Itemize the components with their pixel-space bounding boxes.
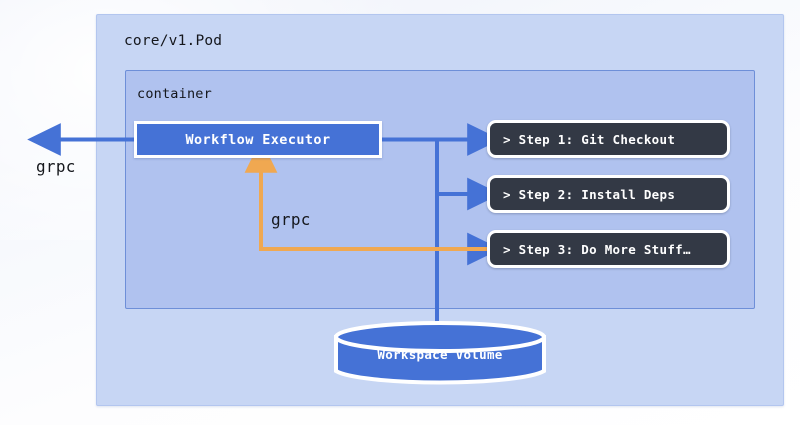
step-3-label: > Step 3: Do More Stuff… — [503, 241, 691, 257]
workflow-executor-label: Workflow Executor — [185, 131, 331, 148]
step-node-2[interactable]: > Step 2: Install Deps — [487, 175, 730, 213]
step-2-label: > Step 2: Install Deps — [503, 186, 676, 202]
edge-label-callback-grpc: grpc — [271, 210, 311, 229]
container-label: container — [137, 86, 212, 102]
workflow-executor-node[interactable]: Workflow Executor — [134, 121, 382, 158]
pod-label: core/v1.Pod — [124, 33, 223, 49]
step-1-label: > Step 1: Git Checkout — [503, 131, 676, 147]
edge-label-external-grpc: grpc — [36, 157, 76, 176]
step-node-3[interactable]: > Step 3: Do More Stuff… — [487, 230, 730, 268]
step-node-1[interactable]: > Step 1: Git Checkout — [487, 120, 730, 158]
